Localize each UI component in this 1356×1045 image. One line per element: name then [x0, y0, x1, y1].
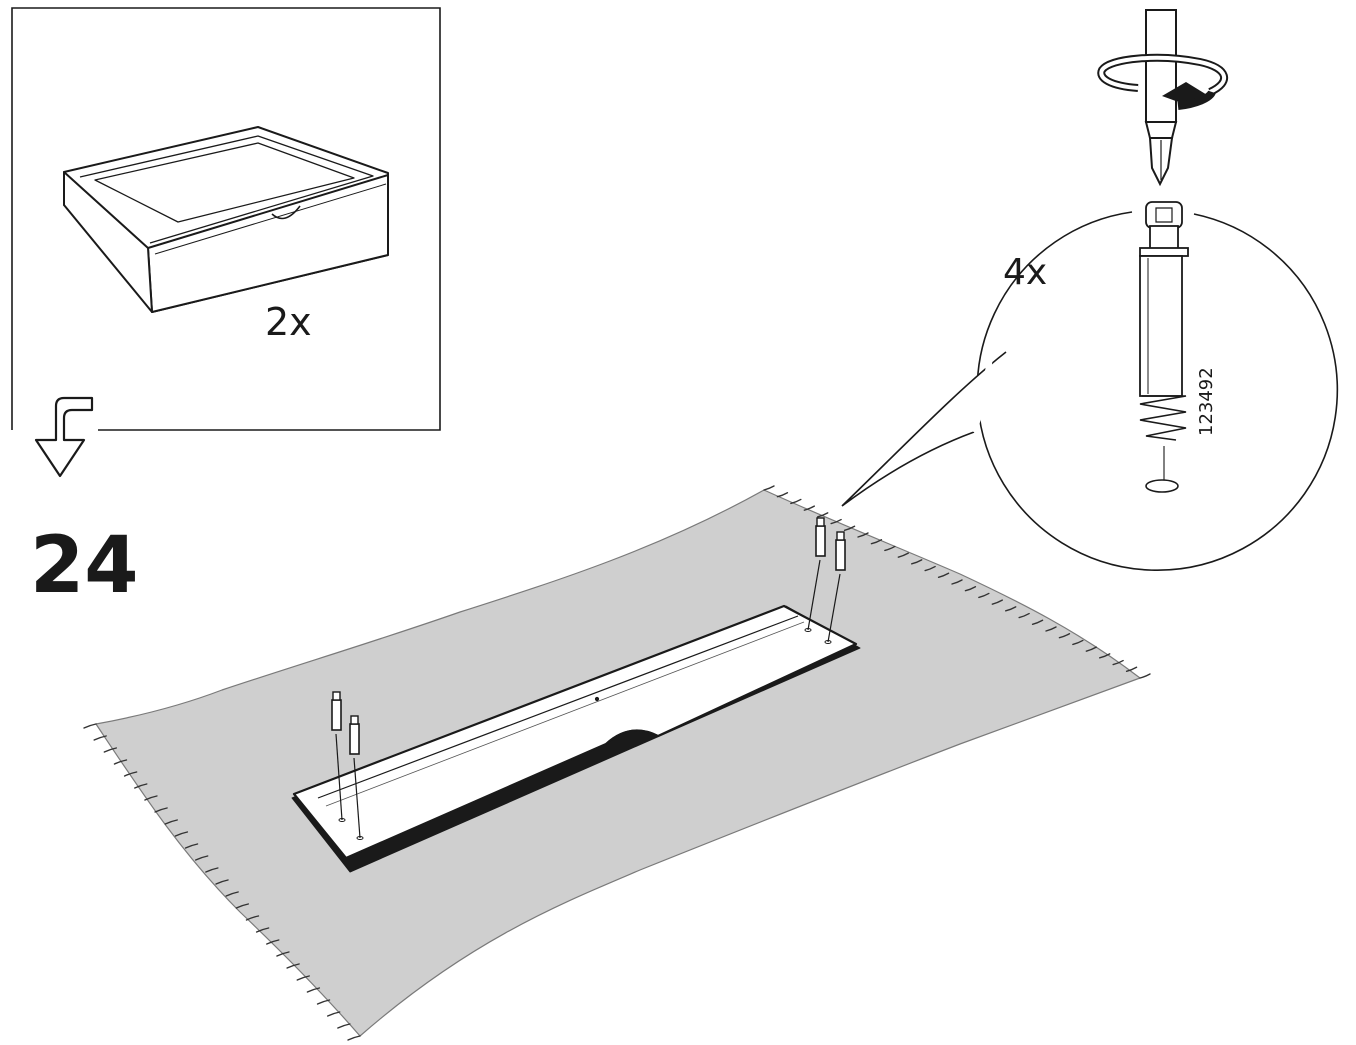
cam-dowel-part-icon — [1139, 201, 1189, 493]
cam-dowel-icon — [824, 531, 846, 644]
detail-quantity-label: 4x — [1003, 252, 1047, 293]
step-number: 24 — [30, 521, 139, 611]
cam-dowels — [331, 517, 846, 840]
clockwise-arrow-icon — [1097, 53, 1229, 110]
protective-mat — [83, 485, 1151, 1041]
inset-panel: 2x — [11, 7, 441, 431]
cam-dowel-icon — [331, 691, 346, 822]
inset-quantity-label: 2x — [265, 300, 312, 344]
continue-arrow-icon — [34, 396, 94, 478]
drawer-icon — [63, 126, 389, 313]
part-number-label: 123492 — [1196, 367, 1217, 436]
cam-dowel-icon — [349, 715, 364, 840]
detail-callout: 4x 123492 — [841, 201, 1339, 571]
drawer-bottom-board — [291, 604, 861, 873]
cam-dowel-icon — [804, 517, 826, 632]
screwdriver-icon — [1144, 9, 1178, 187]
